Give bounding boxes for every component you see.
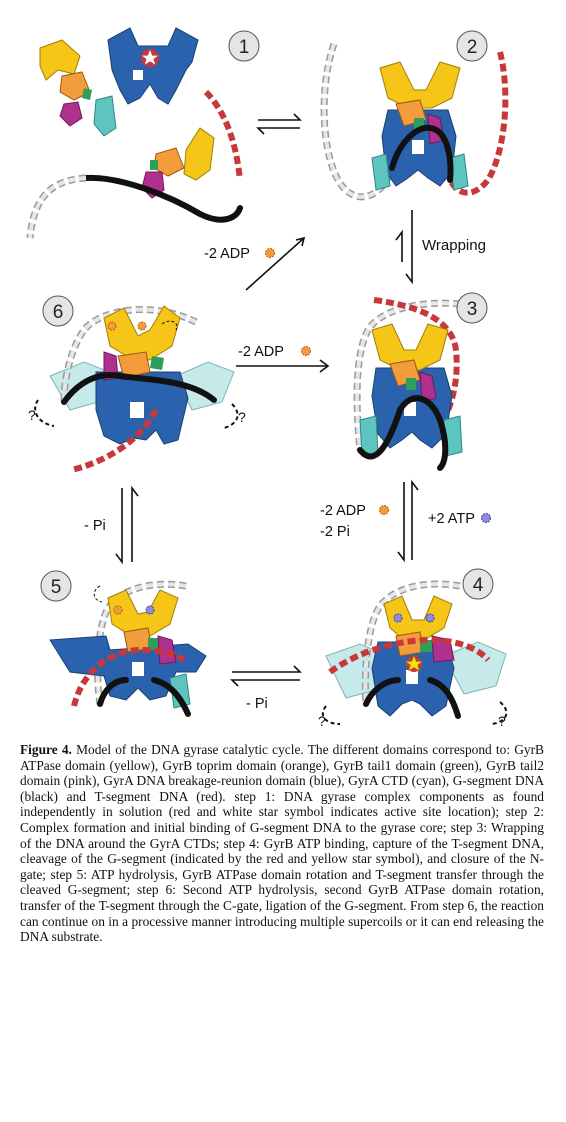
g-segment-dna-step6 (61, 372, 217, 405)
pi-right-label: -2 Pi (320, 524, 350, 540)
gyra-ctd-step2-left (371, 153, 391, 191)
gyrb-tail1-step3 (406, 378, 416, 390)
ctd-motion-arrows (321, 701, 508, 725)
g-segment-dna-step5 (97, 677, 191, 717)
active-site-star-icon (142, 50, 158, 65)
question-mark-left: ? (318, 713, 326, 729)
gyra-core-hole (404, 402, 416, 416)
question-mark-left: ? (28, 407, 36, 423)
equilibrium-4-5 (230, 665, 302, 687)
question-mark-right: ? (498, 713, 506, 729)
wrapping-label: Wrapping (422, 237, 486, 254)
step-5-badge (40, 570, 72, 602)
step-1-number: 1 (239, 37, 250, 58)
gyra-core-hole (133, 70, 143, 80)
gyrase-cycle-diagram: 1 2 Wrapping -2 ADP (26, 27, 509, 729)
adp-right-label: -2 ADP (320, 503, 366, 519)
step-3-panel: 3 (353, 292, 488, 471)
cleavage-star-icon (405, 655, 423, 672)
figure-caption-text: Model of the DNA gyrase catalytic cycle.… (20, 742, 544, 945)
step-2-badge (456, 30, 488, 62)
atp-molecule-icon (145, 605, 155, 615)
step-3-number: 3 (467, 299, 478, 320)
dna-dashed-step5-inner (95, 582, 187, 705)
gyrb-atpase-step1b (183, 127, 215, 181)
step-3-badge (456, 292, 488, 324)
equilibrium-5-6 (115, 485, 139, 565)
step-2-number: 2 (467, 37, 478, 58)
step-2-panel: 2 (320, 30, 509, 201)
step-5-panel: 5 (40, 570, 207, 717)
adp-arrow-6-to-2 (245, 236, 306, 291)
dna-dashed-step1-left-inner (28, 176, 87, 239)
g-segment-dna-step3 (357, 395, 449, 471)
equilibrium-3-4 (397, 479, 419, 563)
step-6-badge (42, 295, 74, 327)
adp-mid-label: -2 ADP (238, 344, 284, 360)
rotation-arrow-icon (93, 585, 103, 603)
gyrb-tail2-step1a (59, 101, 83, 127)
gyra-core-hole (406, 670, 418, 684)
t-segment-dna-step4 (328, 636, 491, 675)
gyra-core-hole (412, 140, 424, 154)
gyra-ctd-step1 (93, 95, 117, 137)
adp-molecule-icon (137, 321, 147, 331)
step-1-panel: 1 (26, 27, 260, 239)
figure-caption: Figure 4. Model of the DNA gyrase cataly… (20, 742, 544, 945)
adp-icon-right (379, 505, 389, 515)
ctd-motion-arrows (34, 399, 239, 429)
atp-molecule-icon (393, 613, 403, 623)
pi-left-label: - Pi (84, 518, 106, 534)
g-segment-dna-step4 (363, 677, 461, 719)
g-segment-dna-step2 (389, 124, 454, 183)
pi-bottom-label: - Pi (246, 696, 268, 712)
t-segment-dna-step6 (71, 408, 159, 473)
gyrb-tail1-step1a (82, 88, 92, 100)
gyrb-toprim-step1a (59, 71, 91, 101)
equilibrium-1-2 (256, 113, 302, 135)
gyrb-atpase-step6 (103, 305, 181, 361)
step-4-number: 4 (473, 575, 484, 596)
step-4-panel: ? ? 4 (318, 568, 508, 729)
gyrb-atpase-step1a (39, 39, 81, 81)
dna-dashed-step3-inner (355, 301, 461, 451)
gyrb-atpase-step5 (107, 589, 179, 637)
rotation-arrow-icon (161, 320, 178, 331)
atp-right-label: +2 ATP (428, 511, 475, 527)
step-6-panel: ? ? 6 (28, 295, 246, 473)
g-segment-dna-step1 (83, 174, 243, 223)
adp-molecule-icon (107, 321, 117, 331)
step-1-badge (228, 30, 260, 62)
gyrb-toprim-step6 (117, 351, 151, 379)
question-mark-right: ? (238, 409, 246, 425)
step-6-number: 6 (53, 302, 64, 323)
atp-icon (481, 513, 491, 523)
adp-top-label: -2 ADP (204, 246, 250, 262)
dna-dashed-step4-inner (363, 582, 461, 705)
adp-molecule-icon (113, 605, 123, 615)
t-segment-dna-step1 (203, 89, 243, 181)
adp-icon-mid (301, 346, 311, 356)
wrapping-arrows (395, 210, 413, 285)
gyrb-tail1-step1b (150, 160, 158, 170)
dna-dashed-step6-inner (62, 307, 197, 403)
gyrb-tail2-step3 (419, 371, 437, 403)
t-segment-dna-step5 (71, 646, 186, 707)
t-segment-dna-step2 (447, 51, 509, 196)
gyrb-tail1-step5 (148, 638, 160, 650)
adp-icon-top (265, 248, 275, 258)
atp-molecule-icon (425, 613, 435, 623)
gyra-core-hole (132, 662, 144, 676)
step-5-number: 5 (51, 577, 62, 598)
gyrb-tail1-step6 (150, 356, 164, 370)
adp-arrow-6-to-3 (236, 359, 330, 373)
gyra-ctd-step5 (169, 673, 191, 709)
step-4-badge (462, 568, 494, 600)
gyra-core-hole (130, 402, 144, 418)
figure-label: Figure 4. (20, 742, 72, 757)
